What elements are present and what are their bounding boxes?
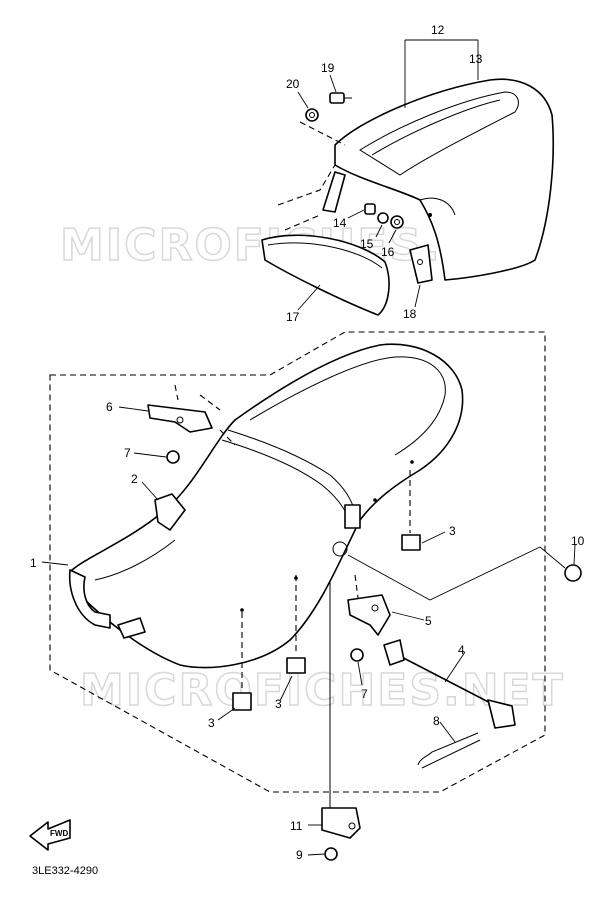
seat-pad xyxy=(261,234,390,316)
callout-1: 1 xyxy=(30,556,37,570)
callout-17: 17 xyxy=(286,310,300,324)
callout-14: 14 xyxy=(333,216,347,230)
damper-3-center xyxy=(286,657,306,674)
bracket-5 xyxy=(347,594,391,636)
bolt-19 xyxy=(329,92,352,104)
cap-10 xyxy=(564,564,582,582)
nut-7-upper xyxy=(166,450,180,464)
callout-labels: 12 13 20 19 14 15 16 17 18 6 7 2 1 3 10 … xyxy=(30,23,585,862)
watermark-bottom: MICROFICHES.NET xyxy=(80,665,565,716)
return-spring xyxy=(417,732,481,769)
callout-15: 15 xyxy=(360,237,374,251)
callout-18: 18 xyxy=(403,307,417,321)
callout-11: 11 xyxy=(290,819,303,833)
bracket-18 xyxy=(409,244,433,284)
callout-7-upper: 7 xyxy=(124,446,131,460)
nut-16 xyxy=(390,215,404,229)
callout-19: 19 xyxy=(321,61,335,75)
callout-13: 13 xyxy=(469,52,483,66)
callout-3-center: 3 xyxy=(275,697,282,711)
callout-3-right: 3 xyxy=(449,524,456,538)
damper-3-right xyxy=(401,534,421,551)
cowl-bracket xyxy=(322,171,346,213)
seat-lock-11 xyxy=(321,807,361,839)
washer-15 xyxy=(377,212,389,224)
seat-hook xyxy=(154,493,186,531)
nut-7-lower xyxy=(350,648,364,662)
diagram-code: 3LE332-4290 xyxy=(32,865,98,877)
callout-3-left: 3 xyxy=(208,716,215,730)
callout-6: 6 xyxy=(106,400,113,414)
callout-10: 10 xyxy=(571,534,585,548)
damper-3-left xyxy=(232,692,252,711)
callout-16: 16 xyxy=(381,245,395,259)
nut-9 xyxy=(324,847,338,861)
seat-cowl xyxy=(334,78,554,281)
leader-lines xyxy=(41,39,576,856)
bracket-6 xyxy=(147,404,213,433)
callout-7-lower: 7 xyxy=(361,687,368,701)
seat-lock-rod xyxy=(383,639,516,729)
callout-9: 9 xyxy=(296,848,303,862)
fwd-label: FWD xyxy=(50,829,68,838)
callout-4: 4 xyxy=(458,643,465,657)
fwd-arrow-icon: FWD xyxy=(29,819,71,851)
main-seat xyxy=(68,343,464,669)
callout-20: 20 xyxy=(286,77,300,91)
callout-12: 12 xyxy=(431,23,445,37)
nut-20 xyxy=(305,108,319,122)
callout-2: 2 xyxy=(131,472,138,486)
callout-8: 8 xyxy=(433,714,440,728)
callout-5: 5 xyxy=(425,614,432,628)
screw-14 xyxy=(364,203,376,215)
